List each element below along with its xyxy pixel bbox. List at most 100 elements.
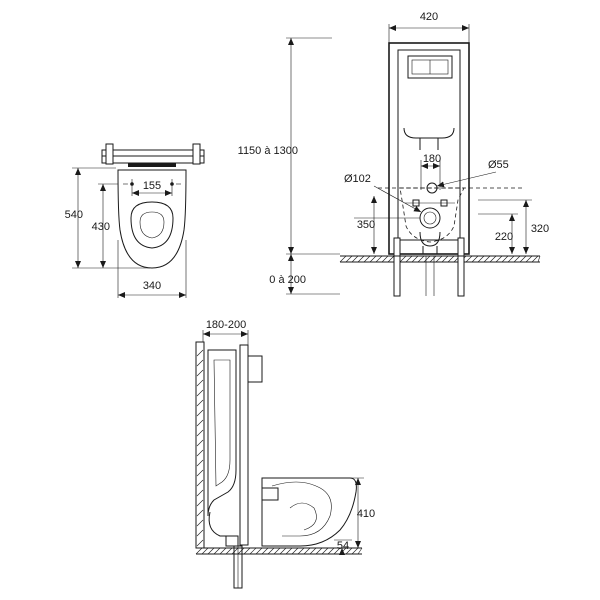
hatch-line	[429, 255, 437, 263]
hatch-line	[196, 449, 204, 457]
dim-bowl-height-front: 320	[531, 223, 549, 235]
dim-bowl-depth: 540	[65, 209, 83, 221]
hatch-line	[309, 547, 317, 555]
hatch-line	[279, 547, 287, 555]
hatch-line	[285, 547, 293, 555]
hatch-line	[411, 255, 419, 263]
hatch-line	[196, 479, 204, 487]
hatch-line	[381, 255, 389, 263]
hatch-line	[483, 255, 491, 263]
hatch-line	[507, 255, 515, 263]
hatch-line	[339, 255, 347, 263]
dim-supply-diameter: Ø55	[488, 159, 509, 171]
dim-bowl-depth-inner: 430	[92, 221, 110, 233]
hatch-line	[513, 255, 521, 263]
side-frame	[239, 344, 249, 546]
top-view-bowl-outline	[117, 169, 187, 269]
hatch-line	[477, 255, 485, 263]
dim-frame-height: 1150 à 1300	[238, 145, 298, 157]
hatch-line	[196, 519, 204, 527]
hatch-line	[387, 255, 395, 263]
hatch-line	[495, 255, 503, 263]
supply-inlet	[426, 182, 438, 194]
hatch-line	[249, 547, 257, 555]
hatch-line	[345, 255, 353, 263]
hatch-line	[196, 349, 204, 357]
dim-waste-diameter: Ø102	[344, 173, 371, 185]
dim-bowl-height-side: 410	[357, 508, 375, 520]
hatch-line	[243, 547, 251, 555]
dim-bolt-spacing: 180	[423, 153, 441, 165]
hatch-line	[196, 409, 204, 417]
hatch-line	[447, 255, 455, 263]
hatch-line	[207, 547, 215, 555]
hatch-line	[196, 429, 204, 437]
cistern-outline	[403, 127, 455, 139]
hatch-line	[321, 547, 329, 555]
hatch-line	[196, 489, 204, 497]
hatch-line	[357, 255, 365, 263]
dim-bowl-width: 340	[143, 280, 161, 292]
hatch-line	[327, 547, 335, 555]
hatch-line	[201, 547, 209, 555]
hatch-line	[363, 255, 371, 263]
hatch-line	[195, 547, 203, 555]
hatch-line	[465, 255, 473, 263]
dim-waste-height: 350	[357, 219, 375, 231]
hatch-line	[273, 547, 281, 555]
hatch-line	[339, 547, 347, 555]
dim-wall-depth: 180-200	[206, 319, 246, 331]
hatch-line	[369, 255, 377, 263]
waste-outlet	[419, 207, 441, 229]
dim-fixing-spacing: 155	[143, 180, 161, 192]
hatch-line	[196, 529, 204, 537]
hatch-line	[196, 369, 204, 377]
hatch-line	[303, 547, 311, 555]
dim-floor-gap: 54	[337, 540, 349, 552]
dim-frame-width: 420	[420, 11, 438, 23]
hatch-line	[196, 499, 204, 507]
hatch-line	[196, 389, 204, 397]
hatch-line	[357, 547, 363, 555]
hatch-line	[213, 547, 221, 555]
hatch-line	[519, 255, 527, 263]
hatch-line	[501, 255, 509, 263]
front-bowl-outline	[399, 187, 465, 243]
frame-outer	[388, 42, 470, 255]
hatch-line	[417, 255, 425, 263]
hatch-line	[531, 255, 539, 263]
hatch-line	[196, 399, 204, 407]
hatch-line	[291, 547, 299, 555]
front-floor-hatch	[339, 255, 541, 263]
hatch-line	[219, 547, 227, 555]
hatch-line	[196, 379, 204, 387]
hatch-line	[351, 255, 359, 263]
dim-supply-height: 220	[495, 231, 513, 243]
hatch-line	[423, 255, 431, 263]
hatch-line	[441, 255, 449, 263]
hatch-line	[225, 547, 233, 555]
side-view: 180-200 410 54	[195, 319, 375, 589]
hatch-line	[399, 255, 407, 263]
hatch-line	[196, 469, 204, 477]
hatch-line	[351, 547, 359, 555]
hatch-line	[196, 419, 204, 427]
hatch-line	[196, 509, 204, 517]
hatch-line	[196, 359, 204, 367]
top-view-bowl-basin	[130, 201, 174, 249]
hatch-line	[315, 547, 323, 555]
hatch-line	[375, 255, 383, 263]
hatch-line	[405, 255, 413, 263]
hatch-line	[231, 547, 239, 555]
hatch-line	[537, 255, 541, 263]
top-view: 155 540 430 340	[65, 143, 205, 298]
hatch-line	[471, 255, 479, 263]
hatch-line	[267, 547, 275, 555]
hatch-line	[237, 547, 245, 555]
hatch-line	[489, 255, 497, 263]
frame-inner	[397, 49, 461, 241]
hatch-line	[196, 439, 204, 447]
side-floor-hatch	[195, 547, 363, 555]
hatch-line	[333, 547, 341, 555]
